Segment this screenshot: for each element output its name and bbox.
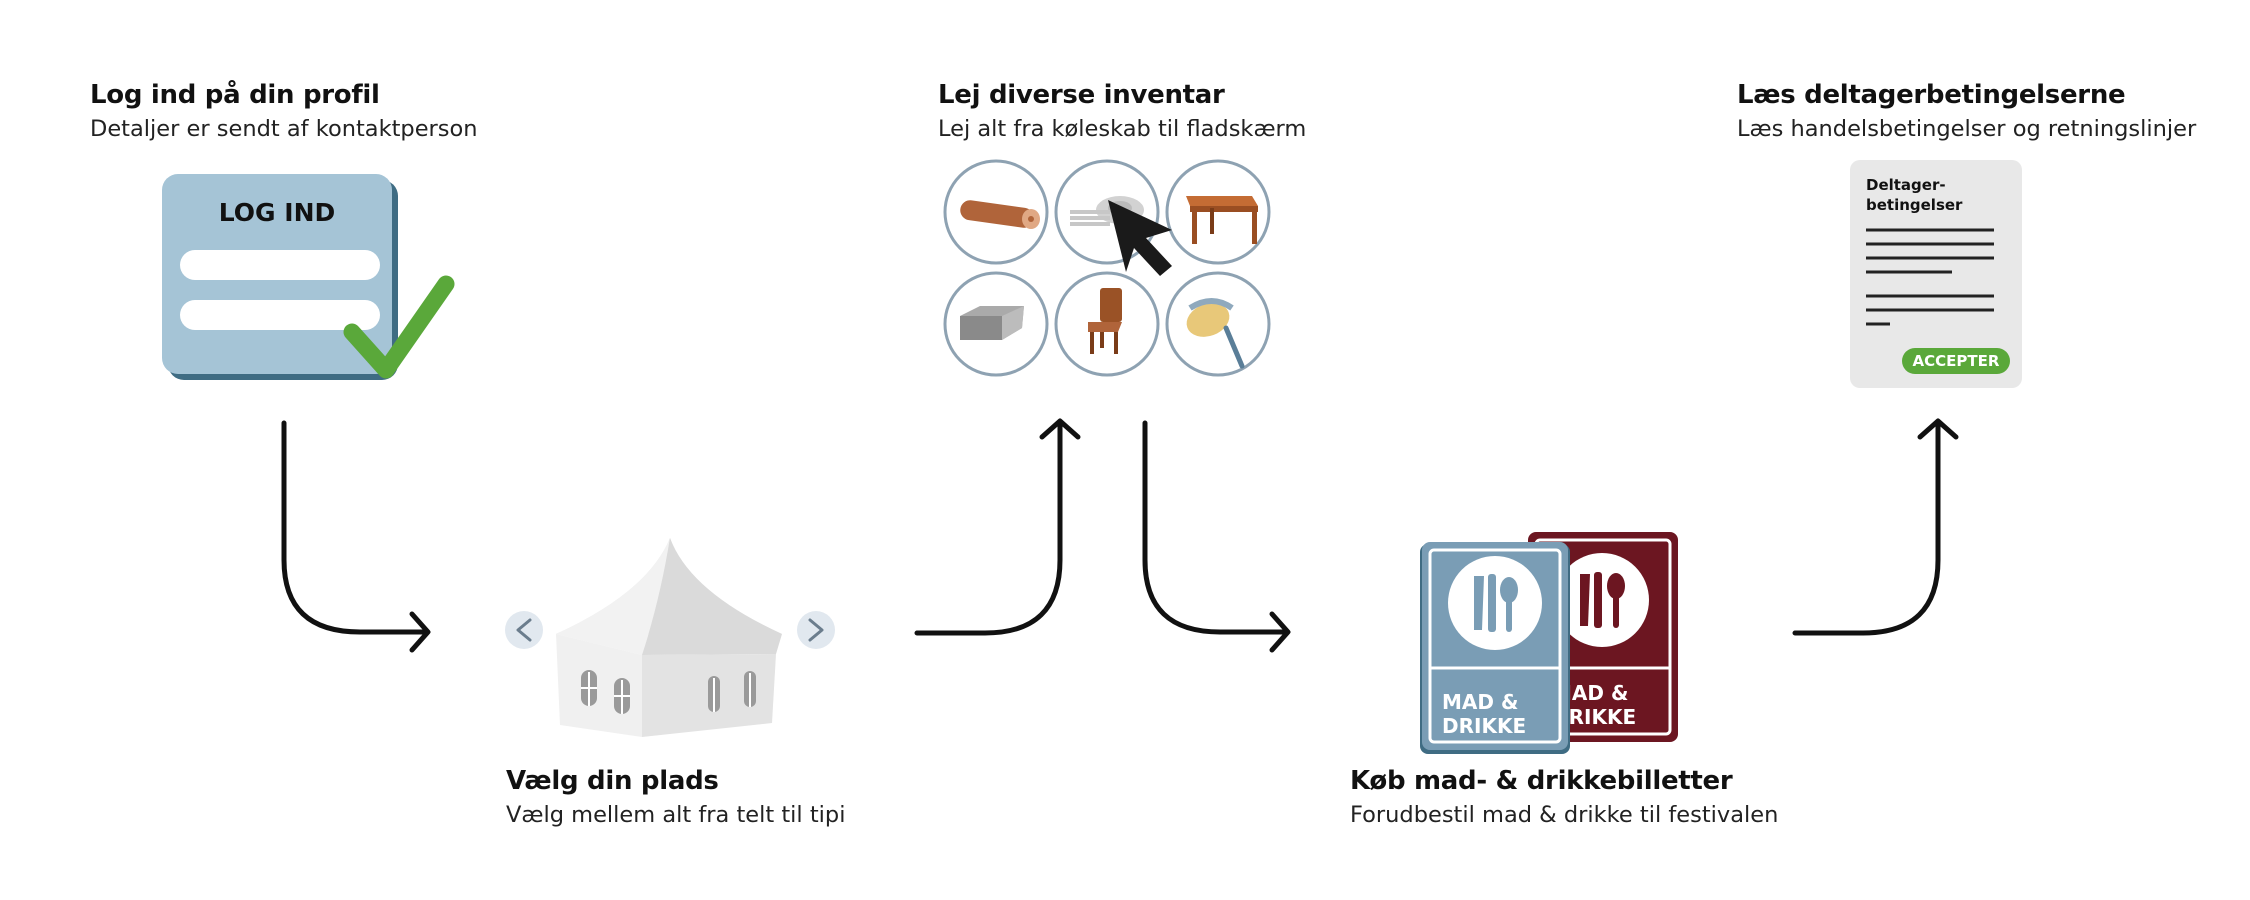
inventory-grid	[943, 159, 1271, 377]
tent-icon	[556, 538, 782, 737]
terms-doc-title-line2: betingelser	[1866, 196, 1963, 214]
step-subtitle: Forudbestil mad & drikke til festivalen	[1350, 802, 1779, 828]
terms-document: Deltager- betingelser ACCEPTER	[1850, 160, 2022, 388]
arrow-1-to-2	[281, 420, 431, 653]
lamp-icon	[1186, 298, 1245, 369]
tent-carousel	[505, 538, 835, 737]
table-icon	[1186, 196, 1258, 244]
step-1-text: Log ind på din profil Detaljer er sendt …	[90, 78, 478, 146]
step-title: Log ind på din profil	[90, 80, 380, 110]
accept-button-label: ACCEPTER	[1913, 352, 2000, 370]
arrow-3-to-4	[1142, 420, 1291, 653]
step-5-text: Læs deltagerbetingelserne Læs handelsbet…	[1737, 78, 2196, 146]
step-2-text: Vælg din plads Vælg mellem alt fra telt …	[506, 764, 845, 832]
accept-button[interactable]: ACCEPTER	[1902, 348, 2010, 374]
step-3-text: Lej diverse inventar Lej alt fra køleska…	[938, 78, 1306, 146]
step-title: Køb mad- & drikkebilletter	[1350, 766, 1733, 796]
step-subtitle: Lej alt fra køleskab til fladskærm	[938, 116, 1307, 142]
carpet-roll-icon	[960, 200, 1040, 229]
chair-icon	[1088, 288, 1122, 354]
arrow-2-to-3	[914, 418, 1081, 636]
arrow-4-to-5	[1792, 418, 1959, 636]
ticket-front-line2: DRIKKE	[1442, 714, 1526, 738]
username-field-icon	[180, 250, 380, 280]
next-arrow-icon[interactable]	[797, 611, 835, 649]
box-icon	[960, 306, 1024, 340]
ticket-front-blue: MAD & DRIKKE	[1420, 542, 1570, 754]
step-subtitle: Læs handelsbetingelser og retningslinjer	[1737, 116, 2197, 142]
step-title: Lej diverse inventar	[938, 80, 1225, 110]
food-drink-tickets: MAD & DRIKKE MAD & DRIKKE	[1420, 532, 1678, 754]
checkmark-icon	[343, 275, 455, 379]
prev-arrow-icon[interactable]	[505, 611, 543, 649]
step-subtitle: Vælg mellem alt fra telt til tipi	[506, 802, 846, 828]
ticket-front-line1: MAD &	[1442, 690, 1518, 714]
login-card-illustration: LOG IND	[162, 174, 455, 380]
step-title: Vælg din plads	[506, 766, 719, 796]
step-4-text: Køb mad- & drikkebilletter Forudbestil m…	[1350, 764, 1778, 832]
terms-doc-title-line1: Deltager-	[1866, 176, 1946, 194]
step-title: Læs deltagerbetingelserne	[1737, 80, 2126, 110]
password-field-icon	[180, 300, 380, 330]
login-card-title: LOG IND	[219, 198, 336, 227]
step-subtitle: Detaljer er sendt af kontaktperson	[90, 116, 478, 142]
cursor-icon	[1108, 200, 1172, 276]
